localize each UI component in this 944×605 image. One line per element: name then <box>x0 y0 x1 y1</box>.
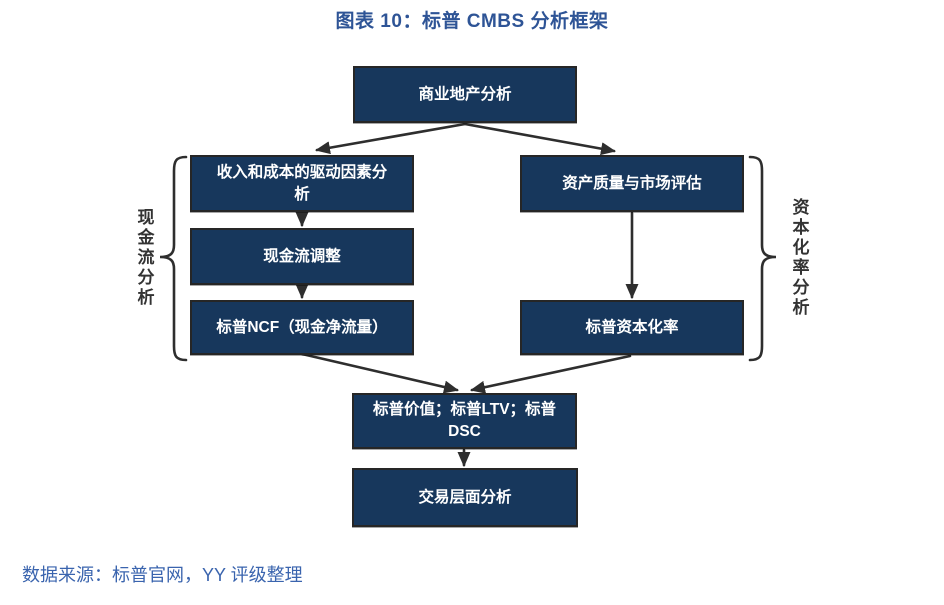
node-sp-value-ltv-dsc: 标普价值；标普LTV；标普DSC <box>352 393 577 449</box>
node-label: 商业地产分析 <box>418 85 512 103</box>
node-label: 标普NCF（现金净流量） <box>216 318 388 336</box>
node-revenue-cost-drivers: 收入和成本的驱动因素分析 <box>190 155 414 212</box>
node-sp-cap-rate: 标普资本化率 <box>520 300 744 355</box>
data-source-note: 数据来源：标普官网，YY 评级整理 <box>22 565 303 585</box>
node-label: 标普资本化率 <box>585 318 679 336</box>
node-transaction-level-analysis: 交易层面分析 <box>352 468 578 527</box>
arrow-right2-to-merge <box>470 354 632 394</box>
group-label-cash-flow-analysis: 现金流分析 <box>134 208 154 308</box>
arrow-root-to-left1 <box>315 122 467 155</box>
arrow-root-to-right1 <box>463 122 616 156</box>
node-label: 标普价值；标普LTV；标普DSC <box>372 401 557 440</box>
node-label: 资产质量与市场评估 <box>562 174 702 192</box>
node-label: 收入和成本的驱动因素分析 <box>216 163 388 203</box>
node-asset-quality-market-assessment: 资产质量与市场评估 <box>520 155 744 212</box>
left-brace <box>159 155 188 362</box>
node-label: 现金流调整 <box>263 247 341 265</box>
arrow-left3-to-merge <box>300 352 459 394</box>
node-cash-flow-adjustment: 现金流调整 <box>190 228 414 285</box>
figure-title: 图表 10：标普 CMBS 分析框架 <box>335 11 609 32</box>
group-label-cap-rate-analysis: 资本化率分析 <box>789 198 809 318</box>
node-label: 交易层面分析 <box>418 488 512 506</box>
node-sp-ncf: 标普NCF（现金净流量） <box>190 300 414 355</box>
right-brace <box>748 155 777 362</box>
node-commercial-property-analysis: 商业地产分析 <box>353 66 577 123</box>
